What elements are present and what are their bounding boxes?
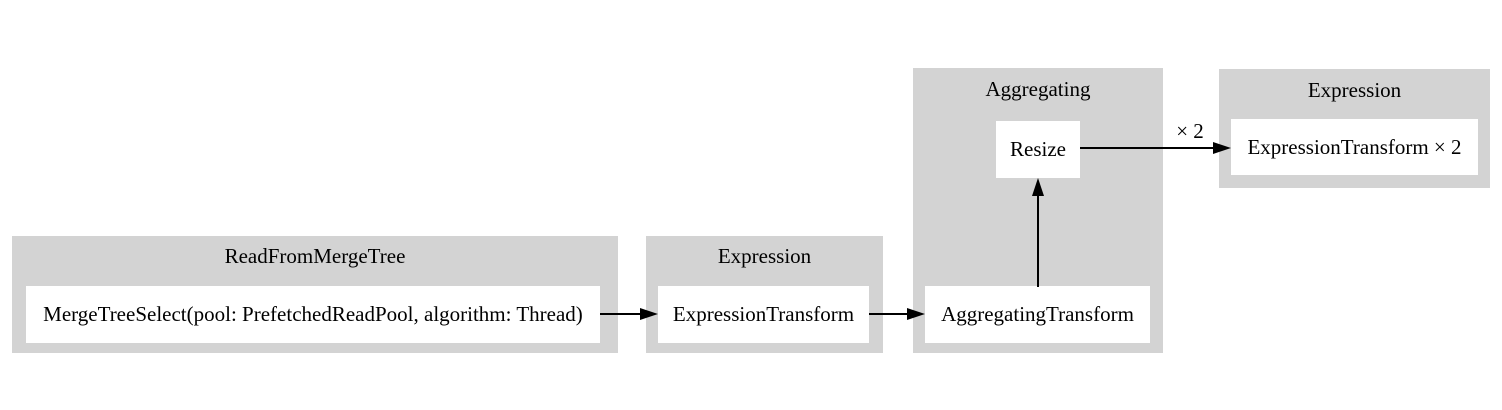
edge-expressiontransform-to-aggregatingtransform-arrowhead-icon: [907, 308, 925, 320]
node-mergetreeselect: MergeTreeSelect(pool: PrefetchedReadPool…: [26, 286, 600, 343]
edge-expressiontransform-to-aggregatingtransform-line: [869, 313, 907, 315]
edge-aggregatingtransform-to-resize-arrowhead-icon: [1032, 178, 1044, 196]
edge-resize-to-expressiontransform-x2-line: [1080, 147, 1213, 149]
edge-mergetreeselect-to-expressiontransform-line: [600, 313, 642, 315]
node-expressiontransform-x2: ExpressionTransform × 2: [1231, 119, 1478, 175]
edge-aggregatingtransform-to-resize-line: [1037, 196, 1039, 287]
cluster-expression-1-title: Expression: [717, 244, 812, 268]
cluster-aggregating-title: Aggregating: [985, 77, 1091, 101]
node-aggregatingtransform: AggregatingTransform: [925, 286, 1150, 343]
edge-multiplier-label: × 2: [1176, 119, 1204, 143]
cluster-expression-2-title: Expression: [1307, 78, 1402, 102]
edge-resize-to-expressiontransform-x2-arrowhead-icon: [1213, 142, 1231, 154]
edge-mergetreeselect-to-expressiontransform-arrowhead-icon: [640, 308, 658, 320]
node-resize: Resize: [996, 121, 1080, 178]
node-expressiontransform: ExpressionTransform: [658, 286, 869, 343]
cluster-readfrommergetree-title: ReadFromMergeTree: [224, 244, 406, 268]
